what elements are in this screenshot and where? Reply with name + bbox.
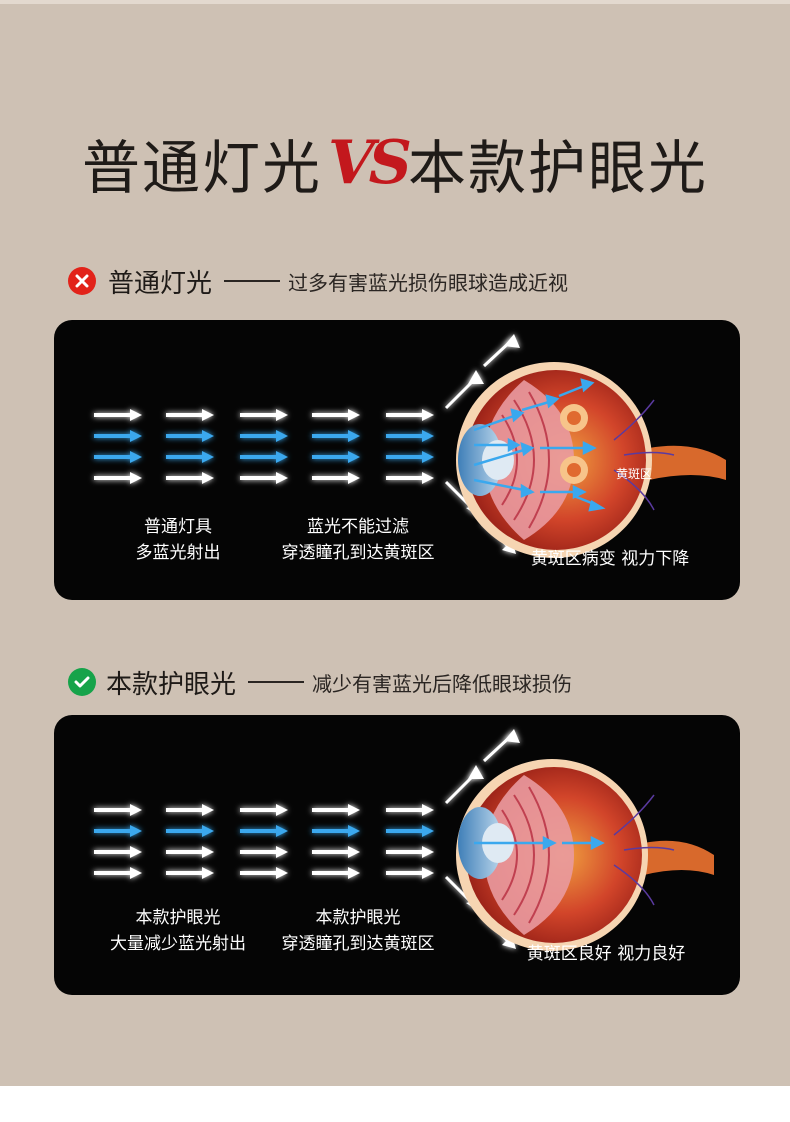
title-right: 本款护眼光 — [407, 134, 708, 202]
heading-dash — [224, 280, 281, 282]
blue-light-arrows — [473, 378, 606, 512]
heading-dash — [248, 681, 305, 683]
caption-mid-line2: 穿透瞳孔到达黄斑区 — [281, 543, 435, 563]
caption-source-line2: 多蓝光射出 — [135, 543, 221, 563]
arrow-head — [348, 825, 360, 837]
arrow-head — [422, 451, 434, 463]
arrow-head — [276, 846, 288, 858]
caption-result: 黄斑区良好 视力良好 — [526, 944, 686, 964]
arrow-head — [202, 451, 214, 463]
arrow-head — [202, 430, 214, 442]
arrow-head — [422, 804, 434, 816]
section-good-label: 本款护眼光 — [106, 669, 237, 700]
arrow-head — [202, 472, 214, 484]
caption-mid-line1: 本款护眼光 — [315, 908, 401, 928]
section-bad-label: 普通灯光 — [108, 268, 213, 299]
arrow-head — [422, 409, 434, 421]
title-left: 普通灯光 — [82, 134, 323, 202]
arrow-head — [422, 846, 434, 858]
macula-label: 黄斑区 — [616, 467, 652, 481]
eyeball-illustration — [456, 759, 714, 951]
arrow-head — [276, 867, 288, 879]
caption-source-line2: 大量减少蓝光射出 — [110, 934, 246, 954]
caption-source-line1: 普通灯具 — [144, 517, 212, 537]
arrow-head — [348, 867, 360, 879]
section-bad-heading: 普通灯光 过多有害蓝光损伤眼球造成近视 — [68, 261, 568, 301]
caption-source-line1: 本款护眼光 — [135, 908, 221, 928]
arrow-head — [276, 472, 288, 484]
arrow-head — [202, 804, 214, 816]
eyeball-illustration — [456, 362, 726, 558]
arrow-head — [130, 825, 142, 837]
arrow-head — [348, 409, 360, 421]
check-circle-icon — [68, 668, 96, 696]
section-bad-description: 过多有害蓝光损伤眼球造成近视 — [288, 270, 569, 295]
arrow-head — [422, 472, 434, 484]
section-good-heading: 本款护眼光 减少有害蓝光后降低眼球损伤 — [68, 662, 572, 702]
section-good-description: 减少有害蓝光后降低眼球损伤 — [312, 671, 573, 696]
arrow-head — [422, 825, 434, 837]
arrow-head — [348, 430, 360, 442]
illustration-good — [94, 729, 714, 951]
arrow-head — [130, 430, 142, 442]
caption-mid: 本款护眼光 穿透瞳孔到达黄斑区 — [258, 905, 458, 957]
arrow-head — [276, 804, 288, 816]
arrow-head — [276, 430, 288, 442]
arrow-head — [202, 867, 214, 879]
caption-result: 黄斑区病变 视力下降 — [530, 549, 690, 569]
arrow-head — [348, 451, 360, 463]
arrow-head — [130, 867, 142, 879]
arrow-head — [130, 451, 142, 463]
arrow-head — [422, 430, 434, 442]
caption-mid-line2: 穿透瞳孔到达黄斑区 — [281, 934, 435, 954]
light-arrows — [94, 409, 434, 484]
caption-source: 本款护眼光 大量减少蓝光射出 — [88, 905, 268, 957]
arrow-head — [130, 472, 142, 484]
arrow-head — [348, 846, 360, 858]
arrow-head — [276, 451, 288, 463]
top-divider — [0, 0, 790, 4]
caption-mid: 蓝光不能过滤 穿透瞳孔到达黄斑区 — [258, 514, 458, 566]
arrow-head — [130, 804, 142, 816]
illustration-bad: 黄斑区 — [94, 334, 726, 558]
caption-source: 普通灯具 多蓝光射出 — [98, 514, 258, 566]
title-vs: VS — [328, 128, 412, 198]
page-title: 普通灯光 VS 本款护眼光 — [0, 118, 790, 208]
arrow-head — [276, 409, 288, 421]
arrow-head — [202, 409, 214, 421]
light-arrows — [94, 804, 434, 879]
arrow-head — [130, 846, 142, 858]
arrow-head — [348, 472, 360, 484]
panel-bad: 黄斑区 普通灯具 多蓝光射出 蓝光不能过滤 穿透瞳孔到达黄斑区 黄斑区病变 视力… — [54, 320, 740, 600]
arrow-head — [202, 825, 214, 837]
arrow-head — [276, 825, 288, 837]
panel-good: 本款护眼光 大量减少蓝光射出 本款护眼光 穿透瞳孔到达黄斑区 黄斑区良好 视力良… — [54, 715, 740, 995]
blue-light-arrows — [474, 835, 605, 851]
caption-mid-line1: 蓝光不能过滤 — [307, 517, 409, 537]
arrow-head — [422, 867, 434, 879]
arrow-head — [348, 804, 360, 816]
arrow-head — [130, 409, 142, 421]
arrow-head — [202, 846, 214, 858]
x-circle-icon — [68, 267, 96, 295]
